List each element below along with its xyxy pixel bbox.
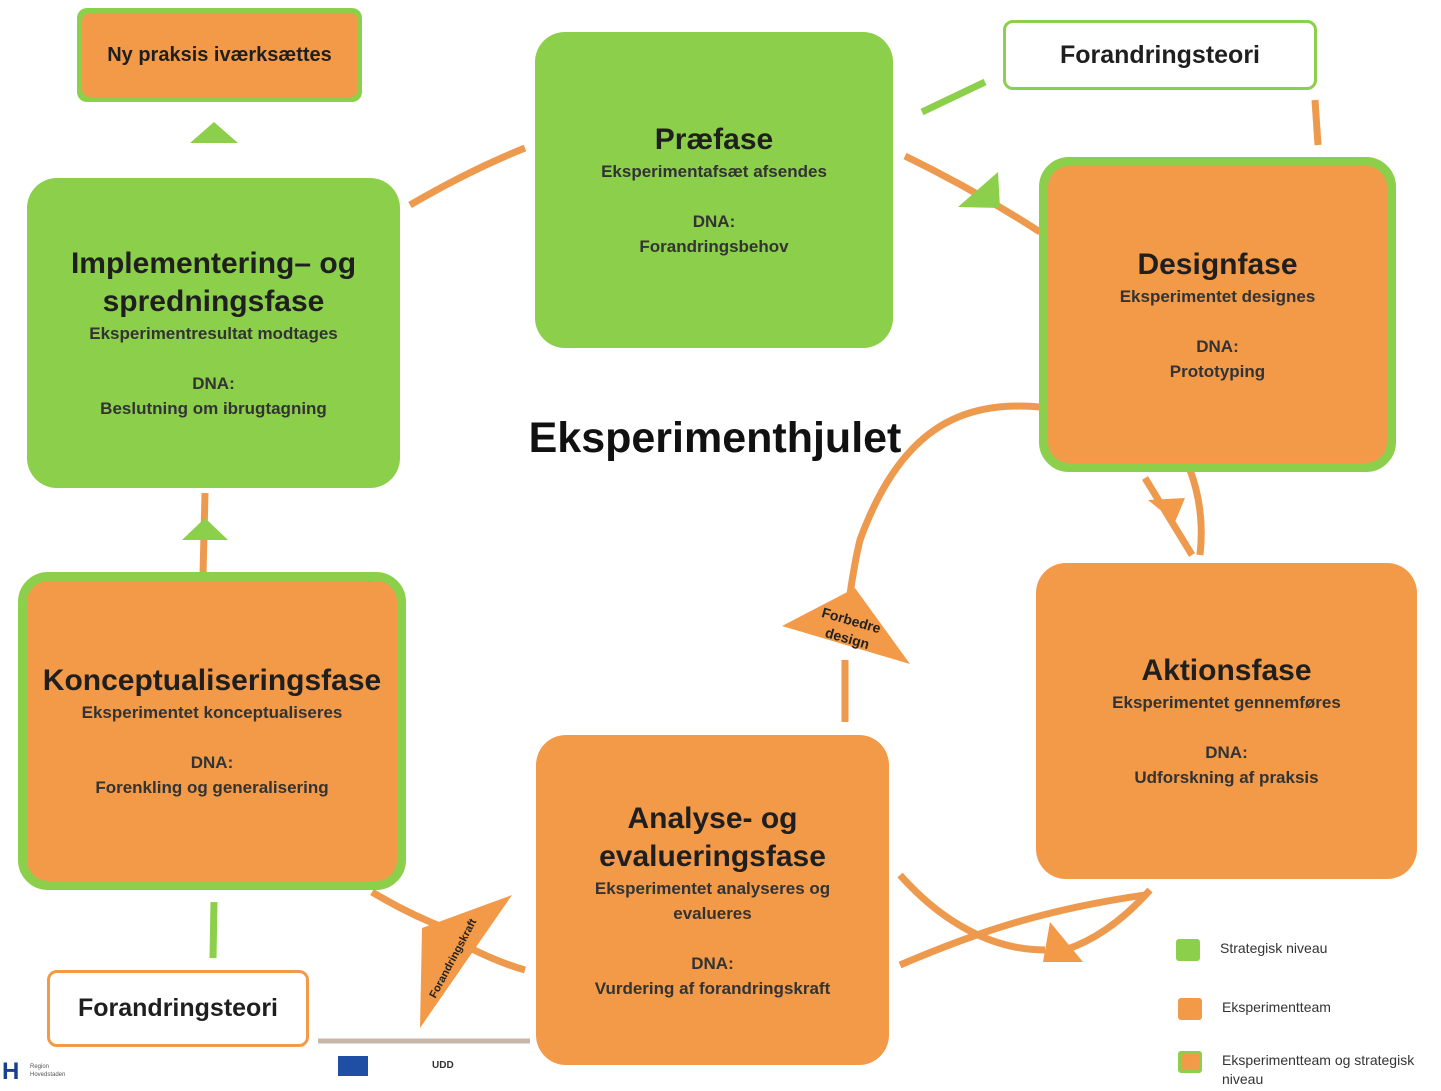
konceptfase-subtitle: Eksperimentet konceptualiseres bbox=[81, 703, 343, 722]
praefase-subtitle: Eksperimentafsæt afsendes bbox=[601, 162, 827, 181]
connector-note-bottom-koncept bbox=[209, 901, 218, 959]
arrowhead-design-top bbox=[958, 172, 1000, 208]
connector-praefase-design bbox=[903, 152, 1042, 235]
eu-flag-icon bbox=[338, 1056, 368, 1076]
forandringsteori-note-top: Forandringsteori bbox=[1003, 20, 1317, 90]
arrowhead-analyse-aktion bbox=[1043, 922, 1083, 962]
aktionsfase-subtitle: Eksperimentet gennemføres bbox=[1112, 693, 1341, 712]
region-logo: H bbox=[2, 1058, 20, 1085]
implementering-subtitle: Eksperimentresultat modtages bbox=[89, 324, 338, 343]
analysefase-dna-label: DNA: bbox=[691, 953, 734, 973]
konceptfase-title: Konceptualiseringsfase bbox=[42, 664, 382, 697]
legend-item-strategisk: Strategisk niveau bbox=[1176, 939, 1380, 961]
arrowhead-koncept-impl bbox=[182, 518, 228, 540]
connector-impl-praefase bbox=[408, 144, 527, 209]
analysefase-title-line2: evalueringsfase bbox=[599, 839, 826, 873]
aktionsfase-box: Aktionsfase Eksperimentet gennemføres DN… bbox=[1036, 563, 1417, 879]
designfase-box: Designfase Eksperimentet designes DNA: P… bbox=[1039, 157, 1396, 472]
connector-design-aktion-2 bbox=[1186, 468, 1205, 556]
legend-swatch-both bbox=[1178, 1051, 1202, 1073]
konceptfase-dna: Forenkling og generalisering bbox=[95, 778, 329, 797]
diagram-title: Eksperimenthjulet bbox=[528, 414, 902, 462]
implementering-title-line1: Implementering– og bbox=[70, 247, 357, 280]
implementering-dna: Beslutning om ibrugtagning bbox=[100, 399, 327, 418]
connector-note-top-design bbox=[1311, 99, 1322, 146]
arrowhead-ny-praksis bbox=[190, 122, 238, 143]
legend-label: Strategisk niveau bbox=[1220, 940, 1328, 956]
analysefase-title-line1: Analyse- og bbox=[627, 801, 798, 835]
legend-swatch-orange bbox=[1178, 998, 1202, 1020]
region-logo-text-1: Region bbox=[30, 1064, 50, 1070]
legend-item-both: Eksperimentteam og strategisk niveau bbox=[1178, 1051, 1440, 1089]
ny-praksis-box: Ny praksis iværksættes bbox=[77, 8, 362, 102]
praefase-title: Præfase bbox=[654, 123, 774, 156]
legend-item-eksperimentteam: Eksperimentteam bbox=[1178, 998, 1382, 1020]
konceptfase-box: Konceptualiseringsfase Eksperimentet kon… bbox=[18, 572, 406, 890]
implementering-box: Implementering– og spredningsfase Eksper… bbox=[27, 178, 400, 488]
praefase-dna: Forandringsbehov bbox=[639, 237, 789, 256]
connector-note-top-praefase bbox=[920, 78, 987, 116]
praefase-box: Præfase Eksperimentafsæt afsendes DNA: F… bbox=[535, 32, 893, 348]
ny-praksis-label: Ny praksis iværksættes bbox=[81, 13, 358, 97]
arrowhead-design-aktion bbox=[1148, 498, 1185, 522]
implementering-title-line2: spredningsfase bbox=[102, 285, 325, 318]
designfase-subtitle: Eksperimentet designes bbox=[1119, 286, 1316, 306]
legend-label: Eksperimentteam og strategisk niveau bbox=[1222, 1052, 1415, 1087]
forandringsteori-note-bottom: Forandringsteori bbox=[47, 970, 309, 1047]
konceptfase-dna-label: DNA: bbox=[190, 753, 234, 772]
analysefase-subtitle-line1: Eksperimentet analyseres og bbox=[594, 878, 831, 898]
designfase-dna-label: DNA: bbox=[1196, 336, 1239, 356]
connector-analyse-aktion-2 bbox=[898, 891, 1146, 969]
analysefase-box: Analyse- og evalueringsfase Eksperimente… bbox=[536, 735, 889, 1065]
analysefase-dna: Vurdering af forandringskraft bbox=[594, 978, 831, 998]
triangle-forbedre-design bbox=[782, 588, 910, 664]
udd-logo: UDD bbox=[432, 1060, 454, 1071]
designfase-title: Designfase bbox=[1137, 247, 1298, 281]
legend-swatch-green bbox=[1176, 939, 1200, 961]
implementering-dna-label: DNA: bbox=[192, 374, 235, 393]
connector-aktion-loop bbox=[1063, 887, 1153, 954]
connector-analyse-aktion-1 bbox=[897, 872, 1046, 954]
region-logo-text-2: Hovedstaden bbox=[30, 1072, 66, 1078]
analysefase-subtitle-line2: evalueres bbox=[673, 903, 752, 923]
aktionsfase-dna-label: DNA: bbox=[1205, 743, 1248, 762]
praefase-dna-label: DNA: bbox=[692, 212, 736, 231]
designfase-dna: Prototyping bbox=[1169, 361, 1266, 381]
legend-label: Eksperimentteam bbox=[1222, 999, 1331, 1015]
aktionsfase-dna: Udforskning af praksis bbox=[1134, 768, 1319, 787]
aktionsfase-title: Aktionsfase bbox=[1141, 654, 1312, 687]
triangle-forandringskraft bbox=[420, 895, 512, 1028]
connector-koncept-analyse-2 bbox=[468, 944, 526, 974]
